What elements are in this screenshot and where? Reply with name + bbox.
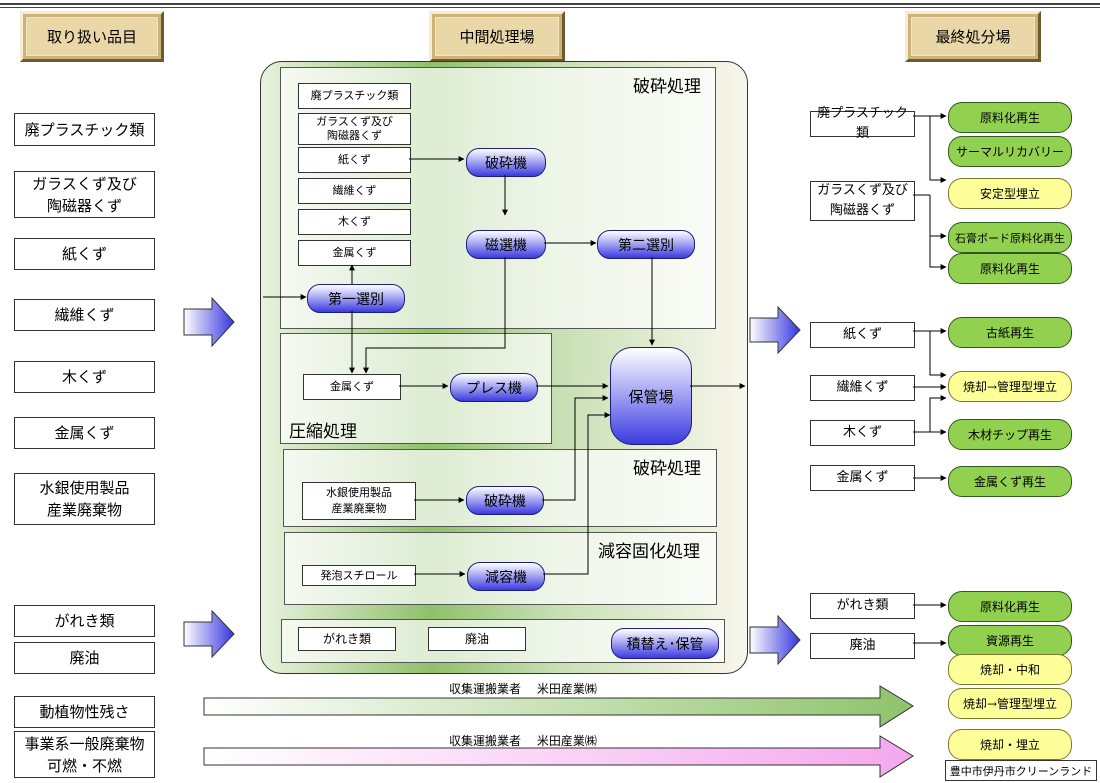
header-intermediate: 中間処理場 bbox=[429, 11, 565, 62]
crush-input-glass: ガラスくず及び陶磁器くず bbox=[298, 113, 411, 145]
crush-input-paper: 紙くず bbox=[298, 147, 411, 173]
top-rule bbox=[0, 3, 1100, 5]
header-items: 取り扱い品目 bbox=[20, 11, 164, 62]
output-metal-recycle: 金属くず再生 bbox=[948, 466, 1072, 497]
transport-arrow-2 bbox=[203, 735, 914, 778]
reducer-node: 減容機 bbox=[467, 562, 545, 591]
arrow-out-2 bbox=[749, 614, 801, 666]
output-material-recycle-3: 原料化再生 bbox=[948, 591, 1072, 622]
header-final: 最終処分場 bbox=[905, 11, 1041, 62]
right-input-metal: 金属くず bbox=[810, 465, 915, 491]
output-thermal-recovery: サーマルリカバリー bbox=[948, 136, 1072, 167]
arrow-out-1 bbox=[749, 305, 801, 355]
transport-label-2: 収集運搬業者 米田産業㈱ bbox=[449, 734, 597, 748]
transport-arrow-1 bbox=[203, 685, 914, 728]
line-paper-incinerate bbox=[929, 331, 947, 378]
output-incinerate-landfill-1: 焼却→管理型埋立 bbox=[948, 371, 1072, 402]
crush-input-fiber: 繊維くず bbox=[298, 178, 411, 204]
output-incinerate-bury: 焼却・埋立 bbox=[948, 729, 1072, 760]
crush-input-wood: 木くず bbox=[298, 209, 411, 235]
left-item-fiber: 繊維くず bbox=[14, 299, 155, 331]
output-resource-recycle: 資源再生 bbox=[948, 625, 1072, 656]
transship-oil: 廃油 bbox=[428, 627, 526, 651]
left-item-food-residue: 動植物性残さ bbox=[14, 696, 155, 728]
output-incinerate-landfill-2: 焼却→管理型埋立 bbox=[948, 688, 1072, 719]
crusher-node: 破砕機 bbox=[466, 148, 546, 177]
left-item-rubble: がれき類 bbox=[14, 605, 155, 637]
sort2-node: 第二選別 bbox=[597, 230, 695, 259]
left-item-oil: 廃油 bbox=[14, 642, 155, 674]
right-input-wood: 木くず bbox=[810, 420, 915, 446]
left-item-paper: 紙くず bbox=[14, 238, 155, 270]
output-gypsum-recycle: 石膏ボード原料化再生 bbox=[948, 222, 1072, 253]
left-item-general-waste: 事業系一般廃棄物可燃・不燃 bbox=[14, 731, 155, 778]
sort1-node: 第一選別 bbox=[307, 284, 405, 313]
output-wood-chip: 木材チップ再生 bbox=[948, 419, 1072, 450]
storage-node: 保管場 bbox=[610, 347, 692, 445]
footer-note: 豊中市伊丹市クリーンランド bbox=[945, 760, 1097, 781]
line-glass-gypsum bbox=[929, 195, 947, 239]
right-input-plastic: 廃プラスチック類 bbox=[810, 106, 915, 141]
output-material-recycle-1: 原料化再生 bbox=[948, 102, 1072, 133]
crush2-section-title: 破砕処理 bbox=[633, 459, 701, 479]
line-glass-recycle bbox=[929, 236, 947, 270]
output-material-recycle-2: 原料化再生 bbox=[948, 253, 1072, 284]
line-wood-incinerate bbox=[929, 395, 947, 432]
left-item-wood: 木くず bbox=[14, 361, 155, 393]
press-node: プレス機 bbox=[450, 373, 538, 402]
line-crusher2-storage bbox=[542, 395, 609, 501]
transship-rubble: がれき類 bbox=[298, 627, 396, 651]
styrofoam-input: 発泡スチロール bbox=[302, 565, 416, 586]
line-plastic-stable bbox=[929, 116, 947, 183]
left-item-plastic: 廃プラスチック類 bbox=[14, 113, 155, 146]
arrow-in-1 bbox=[183, 296, 235, 348]
output-paper-recycle: 古紙再生 bbox=[948, 317, 1072, 348]
mercury-input: 水銀使用製品産業廃棄物 bbox=[302, 482, 416, 520]
transport-label-1: 収集運搬業者 米田産業㈱ bbox=[449, 682, 597, 696]
arrow-in-2 bbox=[183, 609, 235, 659]
output-incinerate-neutralize: 焼却・中和 bbox=[948, 654, 1072, 685]
compress-section-title: 圧縮処理 bbox=[289, 422, 357, 442]
right-input-oil: 廃油 bbox=[810, 633, 915, 659]
transship-node: 積替え･保管 bbox=[611, 628, 719, 659]
crush-input-metal: 金属くず bbox=[298, 240, 411, 266]
crush-section-title: 破砕処理 bbox=[633, 77, 701, 97]
line-magnet-metal bbox=[363, 257, 506, 374]
left-item-glass: ガラスくず及び陶磁器くず bbox=[14, 171, 155, 218]
crush-input-plastic: 廃プラスチック類 bbox=[298, 83, 411, 109]
compress-input-metal: 金属くず bbox=[303, 374, 401, 400]
right-input-paper: 紙くず bbox=[810, 322, 915, 348]
magnet-node: 磁選機 bbox=[466, 230, 546, 259]
right-input-rubble: がれき類 bbox=[810, 593, 915, 619]
right-input-glass: ガラスくず及び陶磁器くず bbox=[810, 181, 915, 221]
left-item-mercury: 水銀使用製品産業廃棄物 bbox=[14, 473, 155, 525]
solidify-section-title: 減容固化処理 bbox=[598, 542, 700, 562]
line-reducer-storage bbox=[543, 412, 611, 575]
right-input-fiber: 繊維くず bbox=[810, 375, 915, 401]
output-stable-landfill: 安定型埋立 bbox=[948, 178, 1072, 209]
top-rule-thin bbox=[0, 7, 1100, 8]
left-item-metal: 金属くず bbox=[14, 417, 155, 449]
